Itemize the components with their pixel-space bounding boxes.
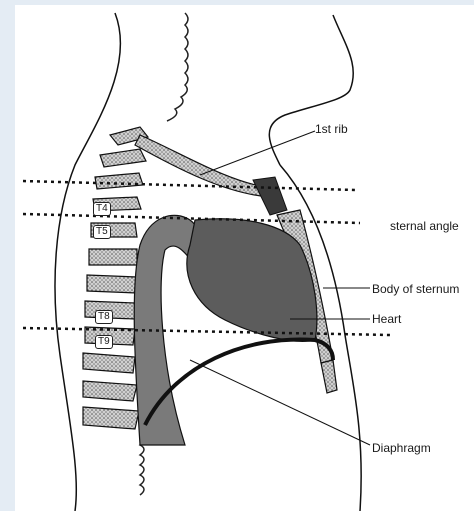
dotted-line-lower (23, 328, 390, 335)
vertebra-t4-label: T4 (93, 202, 111, 216)
vertebra-t8-label: T8 (95, 310, 113, 324)
dotted-line-upper (23, 181, 355, 190)
vertebra-t5-label: T5 (93, 225, 111, 239)
leader-diaphragm (190, 360, 370, 445)
diagram-frame: 1st rib sternal angle Body of sternum He… (15, 5, 474, 511)
anatomy-diagram (15, 5, 474, 511)
vertebra-t9-label: T9 (95, 335, 113, 349)
neck-front-outline (269, 15, 353, 165)
leader-first-rib (200, 131, 315, 175)
diaphragm-label: Diaphragm (372, 442, 431, 454)
cervical-spine-marks (167, 13, 188, 121)
body-of-sternum-label: Body of sternum (372, 283, 459, 295)
first-rib-label: 1st rib (315, 123, 348, 135)
xiphoid-process (321, 360, 337, 393)
heart-label: Heart (372, 313, 401, 325)
sternal-angle-label: sternal angle (390, 220, 459, 232)
